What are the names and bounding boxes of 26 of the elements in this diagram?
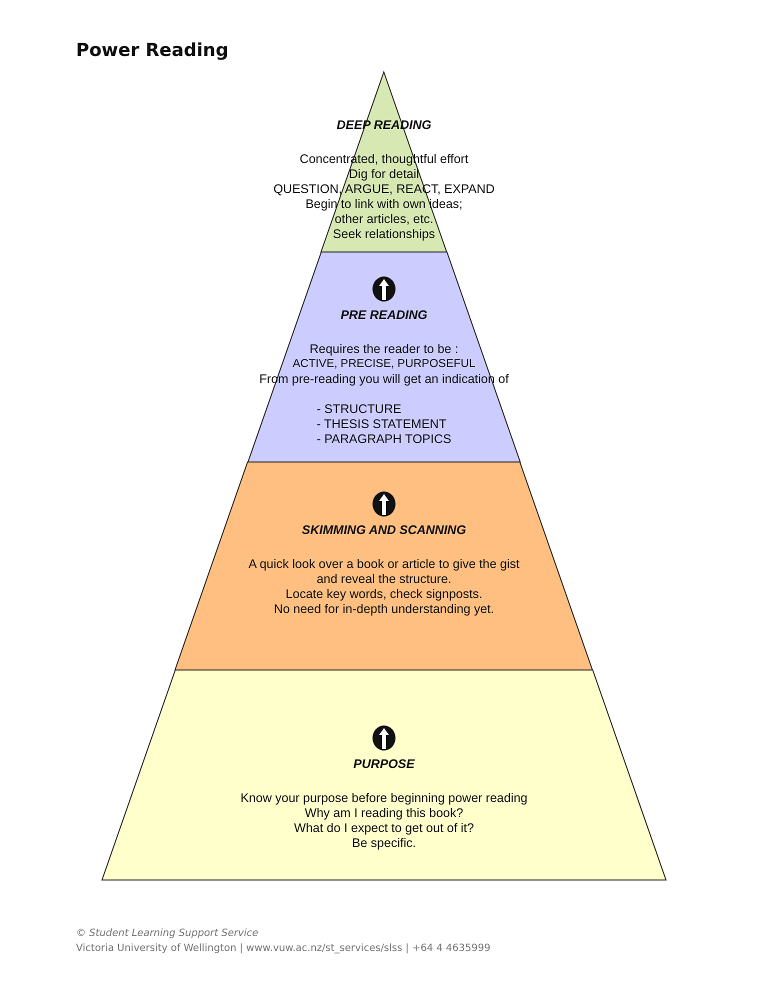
body-text: Begin to link with own ideas; <box>305 197 462 212</box>
pyramid-tier <box>248 252 520 462</box>
body-text: Locate key words, check signposts. <box>286 587 482 602</box>
footer-text: Victoria University of Wellington | www.vuw.ac.nz/st_services/slss | +64 4 4635999 <box>76 943 490 954</box>
pyramid-tier <box>175 462 593 670</box>
body-text: and reveal the structure. <box>316 572 452 587</box>
page-title: Power Reading <box>76 40 229 61</box>
body-text: No need for in-depth understanding yet. <box>274 602 494 617</box>
footer-text: © Student Learning Support Service <box>76 928 258 939</box>
body-text: A quick look over a book or article to give the gist <box>248 557 520 572</box>
body-text: Requires the reader to be : <box>310 342 458 357</box>
body-text: Why am I reading this book? <box>304 806 464 821</box>
body-text: other articles, etc. <box>334 212 434 227</box>
tier-heading: PURPOSE <box>353 757 415 772</box>
tier-heading: SKIMMING AND SCANNING <box>302 523 466 538</box>
pyramid-tier <box>102 670 666 880</box>
body-text: What do I expect to get out of it? <box>294 821 474 836</box>
list-item: - THESIS STATEMENT <box>316 417 446 432</box>
body-text: Dig for detail <box>348 167 420 182</box>
body-text: Seek relationships <box>332 227 436 242</box>
list-item: - STRUCTURE <box>316 402 402 417</box>
body-text: Know your purpose before beginning power reading <box>240 791 528 806</box>
tier-heading: PRE READING <box>340 308 428 323</box>
list-item: - PARAGRAPH TOPICS <box>316 432 452 447</box>
body-text: Be specific. <box>352 836 416 851</box>
body-text: ACTIVE, PRECISE, PURPOSEFUL <box>292 357 476 372</box>
